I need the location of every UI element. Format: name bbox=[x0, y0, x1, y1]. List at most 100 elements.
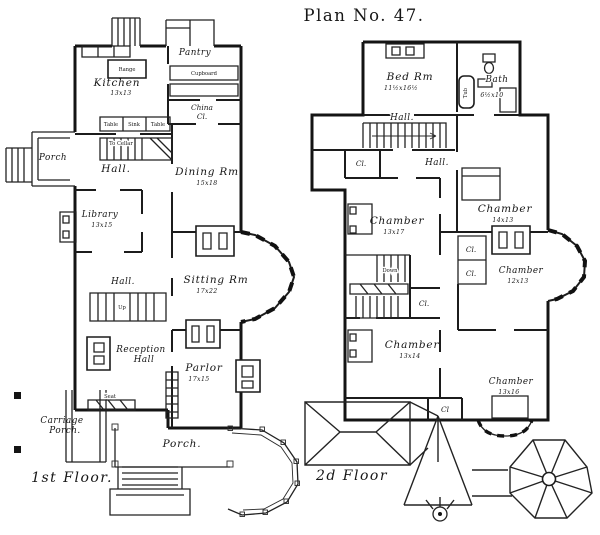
chamber-fireplace bbox=[491, 225, 531, 255]
label-carriage-porch: Carriage bbox=[40, 416, 83, 426]
chimney-stem bbox=[425, 497, 455, 510]
first-floor-stairs bbox=[89, 137, 173, 322]
label-chamber-e-dims: 12x13 bbox=[507, 278, 528, 285]
first-floor-front-porch bbox=[109, 423, 300, 517]
main-gable-roof bbox=[403, 401, 512, 506]
label-library: Library bbox=[81, 210, 119, 220]
chamber-sw-dresser bbox=[347, 329, 373, 363]
label-parlor: Parlor bbox=[184, 362, 223, 374]
label-chamber-e: Chamber bbox=[499, 266, 544, 276]
label-sitting-dims: 17x22 bbox=[196, 288, 217, 295]
label-to-cellar: To Cellar bbox=[109, 141, 133, 147]
chamber-nw-dresser bbox=[347, 203, 373, 235]
lavatory bbox=[477, 78, 493, 88]
bedroom-dresser bbox=[385, 43, 425, 59]
sitting-parlor-fireplace bbox=[185, 319, 221, 349]
label-stairs-down: Down bbox=[382, 268, 398, 274]
attic-stairs bbox=[362, 122, 447, 148]
label-dining-dims: 15x18 bbox=[196, 180, 217, 187]
label-pantry: Pantry bbox=[178, 48, 212, 58]
dining-sitting-fireplace bbox=[195, 225, 235, 257]
reception-hall-fireplace bbox=[86, 336, 111, 371]
first-floor-fireplaces bbox=[59, 211, 261, 419]
label-bed-room-dims: 11½x16½ bbox=[384, 85, 418, 92]
porch-post bbox=[14, 446, 21, 453]
label-reception-hall-2: Hall bbox=[133, 355, 155, 365]
veranda-octagon bbox=[227, 427, 299, 516]
first-floor-caption: 1st Floor. bbox=[31, 470, 113, 486]
turret-finial bbox=[541, 471, 557, 487]
label-cupboard: Cupboard bbox=[191, 71, 218, 77]
label-range: Range bbox=[119, 67, 136, 73]
water-closet bbox=[482, 53, 496, 63]
closet-pair bbox=[457, 235, 487, 285]
first-floor-labels: Kitchen 13x13 Pantry China Cl. Range Cup… bbox=[31, 48, 248, 486]
first-floor-carriage-porch bbox=[14, 390, 107, 463]
kitchen-drawers bbox=[81, 45, 131, 58]
label-chamber-nw: Chamber bbox=[370, 215, 425, 227]
rear-entry-platform bbox=[165, 19, 215, 46]
second-floor-labels: Bed Rm 11½x16½ Bath 6½x10 Tub Hall. Cl. … bbox=[315, 71, 544, 484]
label-chamber-sw: Chamber bbox=[385, 339, 440, 351]
main-stairs-up bbox=[89, 292, 167, 322]
label-sink: Sink bbox=[128, 122, 141, 128]
page-title: Plan No. 47. bbox=[304, 6, 425, 25]
cellar-and-back-stairs bbox=[99, 137, 173, 161]
label-front-porch: Porch. bbox=[162, 438, 202, 450]
label-mid-hall-2f: Hall. bbox=[424, 158, 449, 168]
label-chamber-sw-dims: 13x14 bbox=[399, 353, 420, 360]
label-parlor-dims: 17x15 bbox=[188, 376, 209, 383]
range-box bbox=[107, 59, 147, 79]
parlor-mantel bbox=[235, 359, 261, 393]
bath-closet bbox=[499, 87, 517, 113]
label-china-closet-2: Cl. bbox=[197, 112, 207, 121]
label-rear-hall: Hall. bbox=[100, 163, 130, 175]
label-dining-room: Dining Rm bbox=[174, 166, 239, 178]
label-chamber-ne-dims: 14x13 bbox=[492, 217, 513, 224]
side-porch-steps bbox=[5, 147, 32, 183]
pantry-cupboard bbox=[169, 65, 239, 97]
second-floor-caption: 2d Floor bbox=[315, 468, 388, 484]
library-window-seat bbox=[59, 211, 77, 243]
second-floor-interior-walls bbox=[312, 42, 548, 420]
label-bath-dims: 6½x10 bbox=[480, 92, 503, 99]
label-closet-a: Cl. bbox=[356, 159, 366, 168]
label-chamber-nw-dims: 13x17 bbox=[383, 229, 404, 236]
label-bath: Bath bbox=[485, 75, 509, 85]
chamber-se-bed bbox=[491, 395, 529, 419]
sink-counter bbox=[99, 116, 171, 132]
front-steps bbox=[109, 466, 191, 516]
label-closet-c: Cl. bbox=[466, 269, 476, 278]
label-closet-e: Cl bbox=[441, 405, 450, 414]
label-closet-b: Cl. bbox=[466, 245, 476, 254]
label-chamber-ne: Chamber bbox=[478, 203, 533, 215]
parlor-sliding-door bbox=[165, 371, 179, 419]
bathtub bbox=[458, 75, 475, 109]
label-side-porch: Porch bbox=[38, 153, 67, 163]
label-sitting-room: Sitting Rm bbox=[183, 274, 248, 286]
first-floor-back-entry bbox=[111, 17, 215, 46]
curved-bay-window bbox=[477, 419, 533, 437]
label-table-right: Table bbox=[151, 122, 165, 128]
label-stairs-up: Up bbox=[118, 305, 126, 311]
chimney-circle bbox=[432, 506, 448, 522]
label-closet-d: Cl. bbox=[419, 299, 429, 308]
label-tub: Tub bbox=[463, 87, 469, 98]
hip-roof bbox=[304, 401, 411, 466]
label-table-left: Table bbox=[104, 122, 118, 128]
main-stairs-down bbox=[345, 254, 410, 319]
second-floor-stairs bbox=[345, 122, 447, 319]
label-chamber-se-dims: 13x16 bbox=[498, 389, 519, 396]
turret-octagon-roof bbox=[509, 439, 593, 519]
label-china-closet: China bbox=[191, 103, 213, 112]
label-kitchen-dims: 13x13 bbox=[110, 90, 131, 97]
label-chamber-se: Chamber bbox=[489, 377, 534, 387]
first-floor-side-porch bbox=[5, 131, 75, 187]
sitting-room-bay-window bbox=[240, 231, 296, 323]
back-steps bbox=[111, 17, 141, 46]
label-upper-hall: Hall. bbox=[389, 113, 414, 123]
label-bed-room: Bed Rm bbox=[386, 71, 434, 83]
label-carriage-porch-2: Porch. bbox=[48, 426, 80, 436]
